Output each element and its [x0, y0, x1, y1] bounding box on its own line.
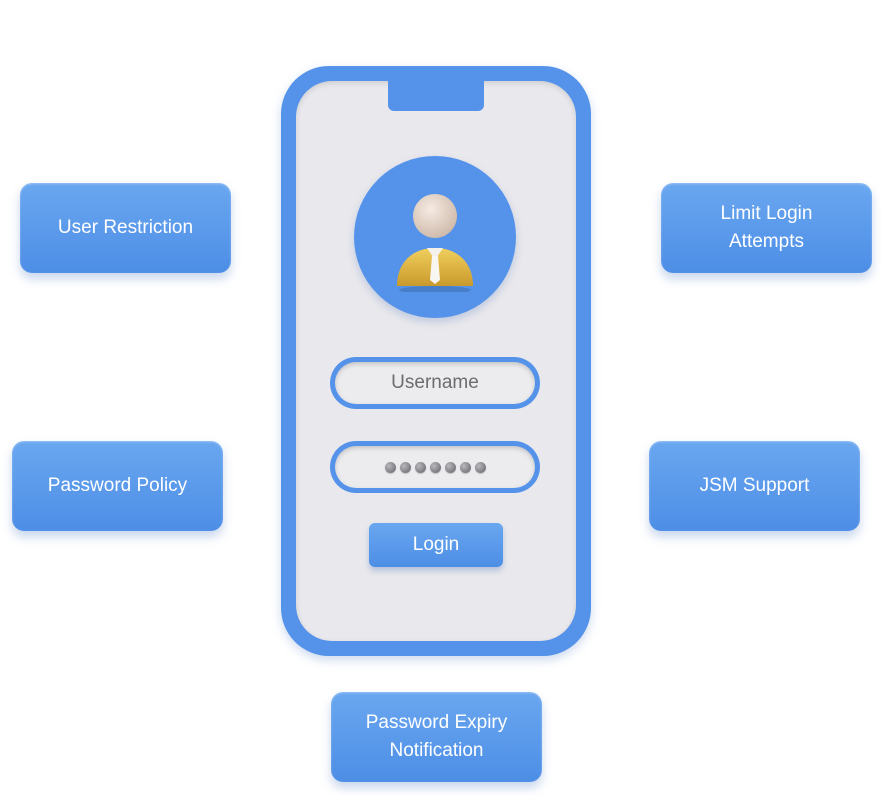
password-expiry-notification-box[interactable]: Password Expiry Notification [331, 692, 542, 782]
jsm-support-label: JSM Support [699, 475, 810, 496]
user-restriction-box[interactable]: User Restriction [20, 183, 231, 273]
login-button[interactable]: Login [369, 523, 503, 567]
password-expiry-notification-label-line-1: Password Expiry [365, 712, 508, 733]
password-policy-label: Password Policy [47, 475, 188, 496]
username-input[interactable]: Username [330, 357, 540, 409]
avatar [354, 156, 516, 318]
limit-login-attempts-label-line-1: Limit Login [720, 203, 813, 224]
password-masked-dots [384, 461, 486, 473]
password-dot [429, 461, 441, 473]
password-policy-box[interactable]: Password Policy [12, 441, 223, 531]
password-dot [444, 461, 456, 473]
password-dot [384, 461, 396, 473]
phone-mockup: Username Login [281, 66, 591, 656]
password-dot [459, 461, 471, 473]
username-placeholder: Username [391, 372, 479, 393]
password-dot [474, 461, 486, 473]
password-expiry-notification-label-line-2: Notification [389, 740, 484, 761]
limit-login-attempts-box[interactable]: Limit Login Attempts [661, 183, 872, 273]
password-dot [414, 461, 426, 473]
jsm-support-box[interactable]: JSM Support [649, 441, 860, 531]
user-avatar-icon [397, 194, 473, 292]
phone-notch [388, 81, 484, 111]
password-input[interactable] [330, 441, 540, 493]
limit-login-attempts-label-line-2: Attempts [729, 231, 804, 252]
password-dot [399, 461, 411, 473]
user-restriction-label: User Restriction [57, 217, 194, 238]
login-button-label: Login [412, 534, 460, 555]
